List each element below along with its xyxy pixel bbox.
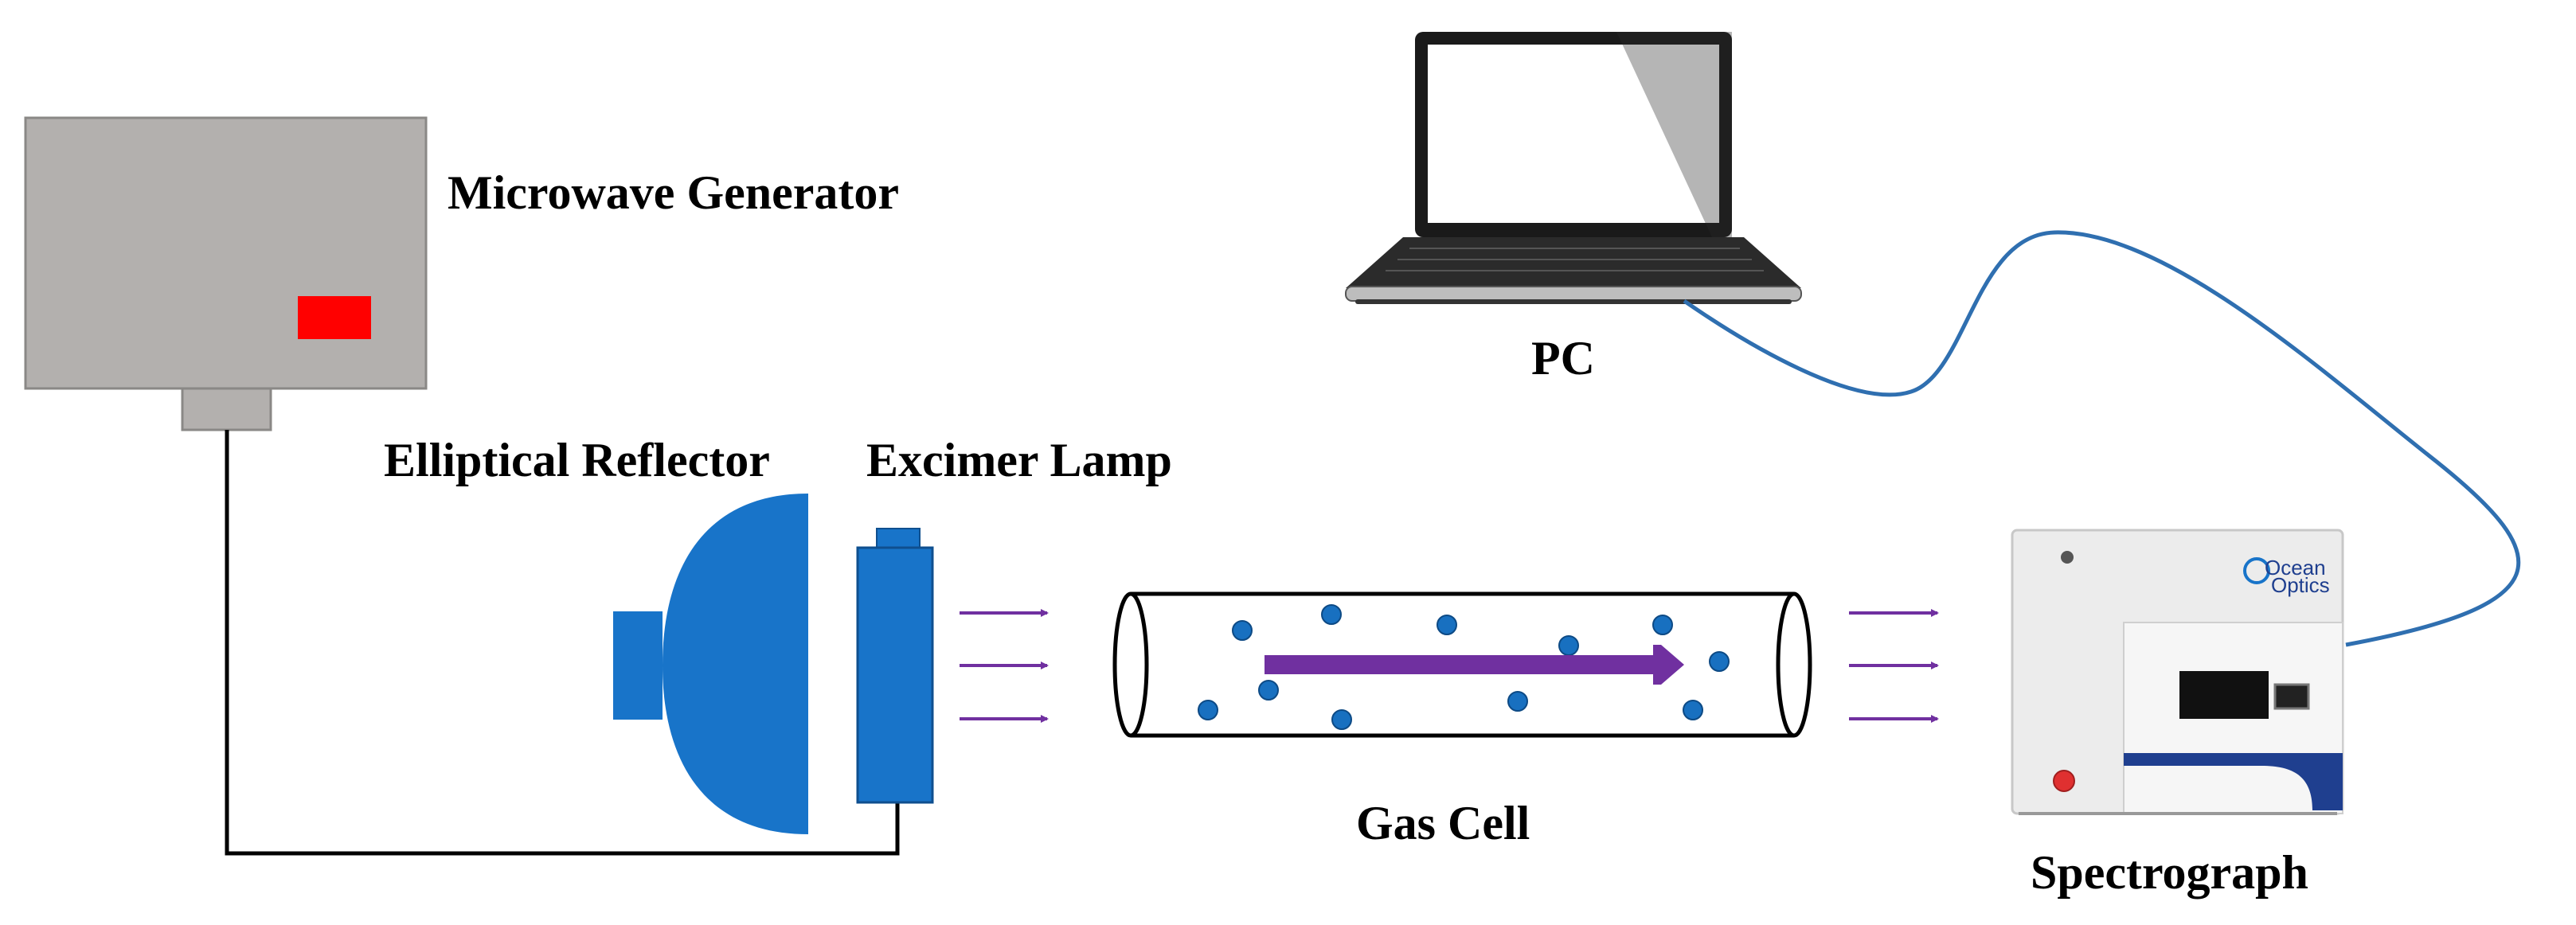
excimer-lamp (856, 528, 934, 804)
gas-particle (1683, 700, 1703, 720)
gas-particle (1331, 709, 1352, 730)
gas-particle (1507, 691, 1528, 712)
ocean-optics-logo-line2: Optics (2271, 573, 2330, 597)
gas-particle (1198, 700, 1218, 720)
gas-particle (1652, 615, 1673, 635)
excimer-lamp-cap (876, 528, 921, 550)
laptop-screen (1428, 45, 1719, 223)
ocean-optics-logo-line1: Ocean (2265, 556, 2326, 580)
reflector-mount (613, 611, 663, 720)
gas-cell (1112, 591, 1812, 738)
spectrograph-small-logo (2061, 551, 2074, 564)
incident-beam-arrows (960, 609, 1049, 723)
exit-beam-arrows (1849, 609, 1939, 723)
laptop-keyboard-deck (1346, 237, 1801, 288)
gas-cell-left-window (1112, 591, 1149, 738)
spectrometer-instrument-icon: Ocean Optics (2011, 529, 2344, 815)
laptop-screen-glare (1616, 32, 1732, 237)
laptop-keyboard-keys (1386, 248, 1764, 271)
gas-cell-right-window (1776, 591, 1812, 738)
power-cable (225, 430, 900, 856)
excimer-lamp-label: Excimer Lamp (866, 434, 1172, 486)
excimer-lamp-body (856, 546, 934, 804)
gas-cell-label: Gas Cell (1356, 797, 1530, 849)
data-cable (1683, 230, 2521, 647)
elliptical-reflector-label: Elliptical Reflector (384, 434, 770, 486)
elliptical-reflector (613, 494, 808, 834)
microwave-generator-label: Microwave Generator (448, 166, 899, 219)
reflector-dome (663, 494, 808, 834)
gas-particle (1232, 620, 1253, 641)
gas-particle (1558, 635, 1579, 656)
gas-particle (1321, 604, 1342, 625)
laptop-base-shadow (1355, 299, 1792, 304)
microwave-generator-body (24, 116, 428, 390)
spectrograph-label: Spectrograph (2031, 846, 2308, 899)
laptop-base (1345, 286, 1802, 302)
beam-direction-arrow (1265, 645, 1684, 685)
spectrograph-blue-panel (2124, 753, 2343, 810)
microwave-generator (24, 116, 428, 431)
spectrograph-port (2273, 683, 2310, 710)
gas-particle (1258, 680, 1279, 701)
gas-particle (1709, 651, 1730, 672)
microwave-generator-output-port (181, 387, 272, 431)
laptop-icon (1345, 32, 1802, 304)
microwave-generator-indicator (298, 296, 371, 339)
ocean-optics-logo: Ocean Optics (2243, 556, 2330, 597)
pc-label: PC (1531, 332, 1595, 384)
gas-particles (1198, 604, 1730, 730)
spectrograph-display (2179, 671, 2269, 719)
gas-particle (1437, 615, 1457, 635)
spectrograph-power-button[interactable] (2053, 770, 2075, 792)
